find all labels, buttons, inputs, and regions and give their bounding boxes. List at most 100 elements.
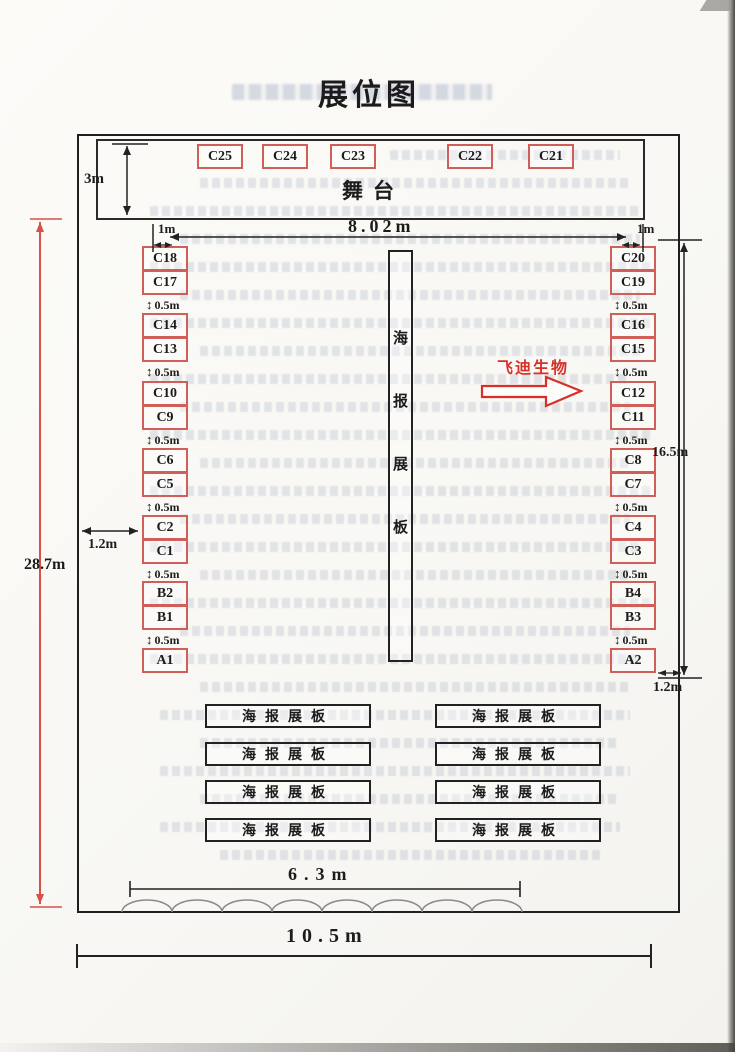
- arrowhead: [680, 243, 688, 252]
- updown-arrow-icon: ↕: [614, 432, 621, 447]
- poster-char: 报: [392, 394, 408, 410]
- booth-c19: C19: [610, 270, 656, 295]
- dim-hall-width: 10.5m: [286, 925, 368, 947]
- booth-a2: A2: [610, 648, 656, 673]
- bleed-through-row: [200, 794, 620, 804]
- gap-value: 0.5m: [622, 297, 648, 312]
- booth-c5: C5: [142, 472, 188, 497]
- bleed-through-row: [150, 486, 650, 496]
- gap-value: 0.5m: [154, 364, 180, 379]
- updown-arrow-icon: ↕: [614, 364, 621, 379]
- annotation-company-label: 飞迪生物: [497, 360, 570, 377]
- booth-c25: C25: [197, 144, 243, 169]
- updown-arrow-icon: ↕: [146, 632, 153, 647]
- gap-value: 0.5m: [622, 499, 648, 514]
- poster-char: 海: [392, 331, 408, 347]
- dim-gap-left: 1m: [158, 221, 176, 236]
- booth-c2: C2: [142, 515, 188, 540]
- gap-value: 0.5m: [622, 632, 648, 647]
- booth-b4: B4: [610, 581, 656, 606]
- center-poster-board: 海 报 展 板: [388, 250, 413, 662]
- booth-gap-label: ↕0.5m: [146, 432, 180, 448]
- updown-arrow-icon: ↕: [146, 364, 153, 379]
- booth-c14: C14: [142, 313, 188, 338]
- bleed-through-row: [200, 570, 630, 580]
- booth-c11: C11: [610, 405, 656, 430]
- booth-gap-label: ↕0.5m: [146, 566, 180, 582]
- booth-gap-label: ↕0.5m: [146, 297, 180, 313]
- booth-c23: C23: [330, 144, 376, 169]
- booth-gap-label: ↕0.5m: [146, 632, 180, 648]
- booth-c12: C12: [610, 381, 656, 406]
- booth-gap-label: ↕0.5m: [614, 364, 648, 380]
- booth-c21: C21: [528, 144, 574, 169]
- bleed-through-row: [180, 402, 630, 412]
- updown-arrow-icon: ↕: [146, 499, 153, 514]
- dim-aisle-right: 1.2m: [653, 680, 683, 695]
- bleed-through-row: [160, 822, 620, 832]
- stage-label: 舞台: [342, 179, 404, 203]
- booth-gap-label: ↕0.5m: [146, 364, 180, 380]
- gap-value: 0.5m: [622, 364, 648, 379]
- poster-board: 海报展板: [205, 742, 371, 766]
- poster-board: 海报展板: [435, 780, 601, 804]
- bleed-through-row: [200, 738, 620, 748]
- arrowhead: [36, 894, 44, 904]
- dim-booth-run: 16.5m: [652, 445, 689, 460]
- booth-c15: C15: [610, 337, 656, 362]
- bleed-through-row: [200, 458, 630, 468]
- dim-inner-width: 8.02m: [348, 216, 415, 236]
- dim-gap-right: 1m: [637, 221, 655, 236]
- bleed-through-row: [220, 850, 600, 860]
- arrowhead: [36, 222, 44, 232]
- bleed-through-row: [150, 430, 650, 440]
- dim-stage-depth: 3m: [84, 171, 104, 187]
- bleed-through-row: [150, 374, 630, 384]
- arrowhead: [680, 666, 688, 675]
- booth-c4: C4: [610, 515, 656, 540]
- dim-aisle-left: 1.2m: [88, 537, 118, 552]
- booth-gap-label: ↕0.5m: [614, 432, 648, 448]
- booth-b2: B2: [142, 581, 188, 606]
- gap-value: 0.5m: [622, 566, 648, 581]
- bleed-through-row: [200, 346, 640, 356]
- poster-board: 海报展板: [435, 818, 601, 842]
- bleed-through-row: [180, 514, 630, 524]
- booth-gap-label: ↕0.5m: [614, 499, 648, 515]
- updown-arrow-icon: ↕: [146, 432, 153, 447]
- gap-value: 0.5m: [154, 566, 180, 581]
- booth-gap-label: ↕0.5m: [614, 297, 648, 313]
- booth-a1: A1: [142, 648, 188, 673]
- gap-value: 0.5m: [154, 632, 180, 647]
- bleed-through-row: [180, 290, 640, 300]
- gap-value: 0.5m: [622, 432, 648, 447]
- booth-c9: C9: [142, 405, 188, 430]
- bleed-through-row: [232, 84, 492, 100]
- booth-c10: C10: [142, 381, 188, 406]
- booth-c1: C1: [142, 539, 188, 564]
- booth-c17: C17: [142, 270, 188, 295]
- poster-board: 海报展板: [205, 818, 371, 842]
- booth-c22: C22: [447, 144, 493, 169]
- stage-area: [96, 139, 645, 220]
- booth-c6: C6: [142, 448, 188, 473]
- bleed-through-row: [150, 206, 640, 216]
- dim-front-width: 6.3m: [288, 864, 354, 884]
- updown-arrow-icon: ↕: [146, 297, 153, 312]
- poster-char: 板: [392, 520, 408, 536]
- gap-value: 0.5m: [154, 432, 180, 447]
- dim-hall-length: 28.7m: [24, 556, 66, 573]
- booth-c3: C3: [610, 539, 656, 564]
- bleed-through-row: [180, 234, 640, 244]
- booth-c20: C20: [610, 246, 656, 271]
- booth-b3: B3: [610, 605, 656, 630]
- updown-arrow-icon: ↕: [614, 632, 621, 647]
- booth-c24: C24: [262, 144, 308, 169]
- bleed-through-row: [200, 682, 630, 692]
- poster-board: 海报展板: [205, 780, 371, 804]
- booth-c18: C18: [142, 246, 188, 271]
- bleed-through-row: [150, 654, 640, 664]
- scan-edge-bottom: [0, 1043, 735, 1052]
- booth-gap-label: ↕0.5m: [614, 632, 648, 648]
